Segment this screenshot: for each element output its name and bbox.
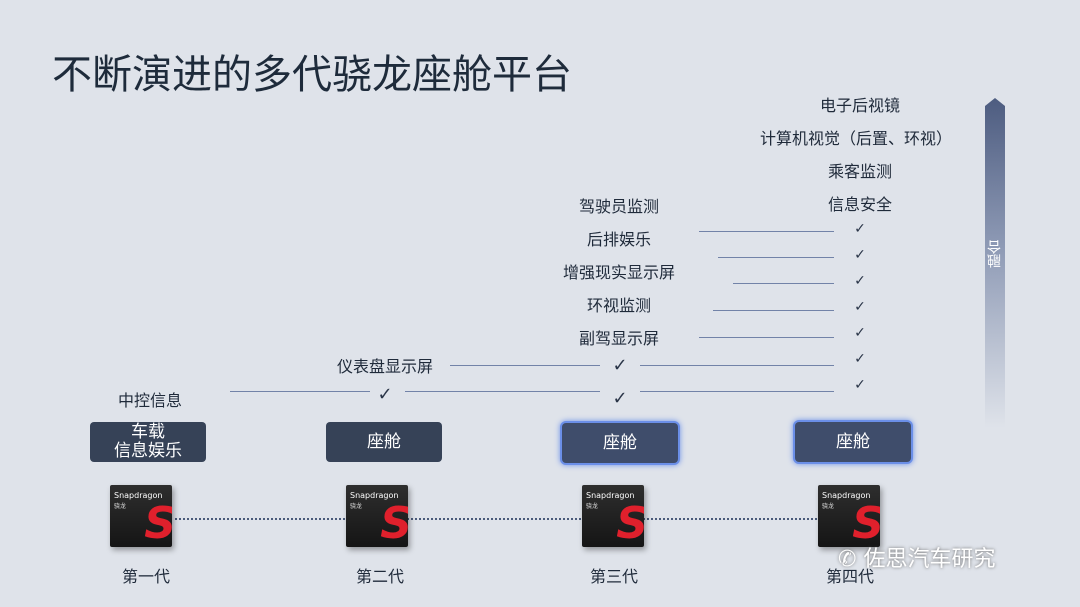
- generation-label: 第三代: [589, 567, 639, 586]
- chip-logo: S: [852, 498, 880, 547]
- connector-line: [699, 231, 834, 232]
- feature-label: 副驾显示屏: [578, 329, 660, 348]
- connector-line: [713, 310, 834, 311]
- feature-label: 电子后视镜: [819, 96, 901, 115]
- chip-sub: 骁龙: [350, 503, 363, 510]
- feature-label: 增强现实显示屏: [562, 263, 676, 282]
- connector-line: [405, 391, 600, 392]
- check-icon: ✓: [854, 325, 866, 341]
- snapdragon-chip-icon: Snapdragon 骁龙 S: [346, 485, 408, 547]
- feature-label: 后排娱乐: [586, 230, 652, 249]
- check-icon: ✓: [854, 351, 866, 367]
- page-title: 不断演进的多代骁龙座舱平台: [52, 52, 572, 98]
- chip-sub: 骁龙: [586, 503, 599, 510]
- chip-brand: Snapdragon: [822, 491, 871, 500]
- watermark: ✆ 佐思汽车研究: [838, 547, 996, 572]
- snapdragon-chip-icon: Snapdragon 骁龙 S: [110, 485, 172, 547]
- feature-label: 中控信息: [117, 391, 183, 410]
- platform-box-gen2: 座舱: [326, 422, 442, 462]
- feature-label: 仪表盘显示屏: [336, 357, 434, 376]
- watermark-text: 佐思汽车研究: [863, 547, 996, 572]
- chip-sub: 骁龙: [114, 503, 127, 510]
- generation-label: 第四代: [825, 567, 875, 586]
- check-icon: ✓: [854, 299, 866, 315]
- feature-label: 信息安全: [827, 195, 893, 214]
- check-icon: ✓: [854, 377, 866, 393]
- chip-logo: S: [616, 498, 644, 547]
- feature-label: 乘客监测: [827, 162, 893, 181]
- connector-line: [733, 283, 834, 284]
- platform-box-gen3: 座舱: [562, 423, 678, 463]
- feature-label: 计算机视觉（后置、环视）: [759, 129, 953, 148]
- platform-box-gen1: 车载 信息娱乐: [90, 422, 206, 462]
- snapdragon-chip-icon: Snapdragon 骁龙 S: [582, 485, 644, 547]
- chip-brand: Snapdragon: [586, 491, 635, 500]
- chip-brand: Snapdragon: [114, 491, 163, 500]
- check-icon: ✓: [854, 247, 866, 263]
- connector-line: [640, 391, 834, 392]
- feature-label: 环视监测: [586, 296, 652, 315]
- feature-label: 驾驶员监测: [578, 197, 660, 216]
- connector-line: [640, 365, 834, 366]
- chip-logo: S: [380, 498, 408, 547]
- connector-line: [450, 365, 600, 366]
- check-icon: ✓: [854, 221, 866, 237]
- connector-line: [699, 337, 834, 338]
- fusion-label: 融合: [987, 240, 1003, 268]
- connector-line: [718, 257, 834, 258]
- chip-brand: Snapdragon: [350, 491, 399, 500]
- timeline-dotted-line: [175, 518, 825, 520]
- snapdragon-chip-icon: Snapdragon 骁龙 S: [818, 485, 880, 547]
- check-icon: ✓: [377, 384, 393, 405]
- platform-box-gen4: 座舱: [795, 422, 911, 462]
- connector-line: [230, 391, 370, 392]
- generation-label: 第二代: [355, 567, 405, 586]
- chip-sub: 骁龙: [822, 503, 835, 510]
- check-icon: ✓: [612, 388, 628, 409]
- generation-label: 第一代: [121, 567, 171, 586]
- fusion-arrow-icon: [985, 98, 1005, 428]
- chip-logo: S: [144, 498, 172, 547]
- check-icon: ✓: [612, 355, 628, 376]
- check-icon: ✓: [854, 273, 866, 289]
